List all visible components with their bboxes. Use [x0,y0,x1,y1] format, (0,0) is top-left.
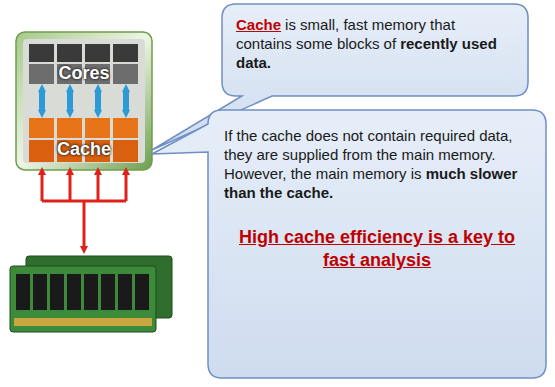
data-transfer-arrow [39,92,45,110]
chip-package [16,32,152,170]
cores-block: Cores [28,44,140,84]
callout-bubble: If the cache does not contain required d… [208,110,546,378]
block-label: Cores [58,63,109,83]
cache-block: Cache [28,118,140,162]
memory-bus [42,175,126,246]
core-blocks [29,44,138,84]
block-label: Cache [57,139,111,159]
callout-bubble: Cacheis small, fast memory that contains… [222,4,528,96]
data-transfer-arrow [123,92,129,110]
data-transfer-arrow [95,92,101,110]
data-transfer-arrow [67,92,73,110]
memory-module [10,266,156,332]
chip-die [23,39,145,163]
callout-outline [152,110,546,378]
callout-text: Cache [236,16,281,33]
callout-emphasis: High cache efficiency is a key to fast a… [224,226,530,272]
cache-blocks [29,118,138,162]
